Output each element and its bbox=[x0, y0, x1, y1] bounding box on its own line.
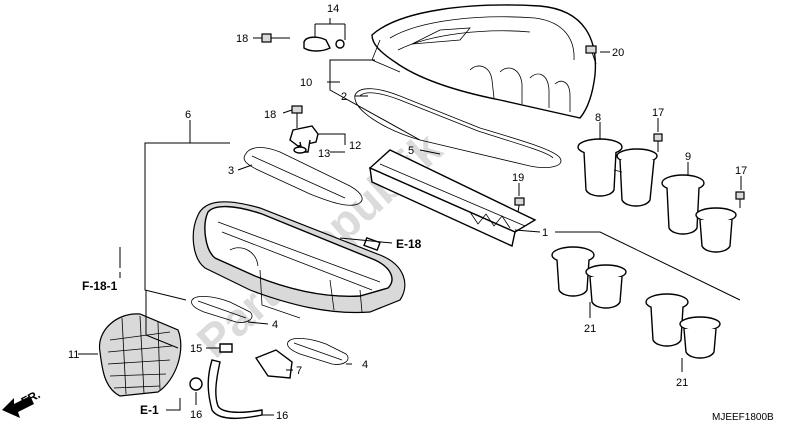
callout-8: 8 bbox=[595, 112, 601, 124]
screw-20 bbox=[585, 45, 597, 65]
callout-7: 6 bbox=[185, 109, 191, 121]
callout-12: 16 bbox=[276, 410, 288, 422]
callout-18-top: 18 bbox=[236, 33, 248, 45]
ref-e-18: E-18 bbox=[396, 237, 422, 251]
part-tube-12 bbox=[207, 359, 263, 419]
callout-1: 1 bbox=[542, 227, 548, 239]
part-intake-duct bbox=[98, 313, 182, 397]
screw-17-lower bbox=[735, 191, 745, 208]
leader-lines bbox=[78, 18, 742, 416]
callout-15: 14 bbox=[327, 3, 339, 15]
callout-9: 9 bbox=[685, 151, 691, 163]
part-fitting bbox=[303, 36, 345, 52]
callout-11: 11 bbox=[68, 349, 79, 361]
part-funnel-9 bbox=[661, 174, 737, 253]
part-cover-gasket bbox=[354, 88, 562, 168]
part-seal-4-right bbox=[287, 338, 349, 365]
callout-18-mid: 18 bbox=[264, 109, 276, 121]
callout-4-left: 4 bbox=[272, 319, 278, 331]
diagram-code: MJEEF1800B bbox=[712, 412, 774, 423]
callout-5: 5 bbox=[408, 145, 414, 157]
callout-14: 13 bbox=[318, 148, 330, 160]
part-seal-6 bbox=[254, 349, 293, 379]
callout-3: 3 bbox=[228, 165, 234, 177]
callout-6: 7 bbox=[296, 365, 302, 377]
callout-21-right: 21 bbox=[676, 377, 688, 389]
bolt-19 bbox=[514, 197, 525, 213]
ref-f-18-1: F-18-1 bbox=[82, 279, 118, 293]
callout-20: 20 bbox=[612, 47, 624, 59]
part-air-cleaner-cover bbox=[371, 4, 597, 119]
callout-4-right: 4 bbox=[362, 359, 368, 371]
bolt-18-mid bbox=[291, 105, 303, 128]
part-air-cleaner-case bbox=[192, 201, 406, 319]
callout-2: 2 bbox=[341, 91, 347, 103]
callout-17-lower: 17 bbox=[735, 165, 747, 177]
callout-16-upper: 15 bbox=[190, 343, 202, 355]
screw-17-upper bbox=[653, 133, 663, 152]
part-funnel-21-left bbox=[551, 246, 627, 309]
part-clip-16-a bbox=[219, 343, 233, 353]
callout-17-upper: 17 bbox=[652, 107, 664, 119]
callout-16-lower: 16 bbox=[190, 409, 202, 421]
front-direction-arrow: FR. bbox=[2, 387, 42, 418]
callout-13: 12 bbox=[349, 140, 361, 152]
bolt-18-top bbox=[261, 33, 290, 43]
part-element bbox=[368, 149, 537, 247]
part-seal-4-left bbox=[191, 296, 253, 323]
ref-e-1: E-1 bbox=[140, 403, 159, 417]
part-clip-16-b bbox=[189, 377, 203, 391]
callout-21-left: 21 bbox=[584, 323, 596, 335]
part-funnel-21-right bbox=[645, 293, 721, 359]
part-funnel-8 bbox=[577, 138, 658, 207]
part-o-ring bbox=[293, 146, 307, 154]
callout-10: 10 bbox=[300, 77, 312, 89]
callout-19: 19 bbox=[512, 172, 524, 184]
